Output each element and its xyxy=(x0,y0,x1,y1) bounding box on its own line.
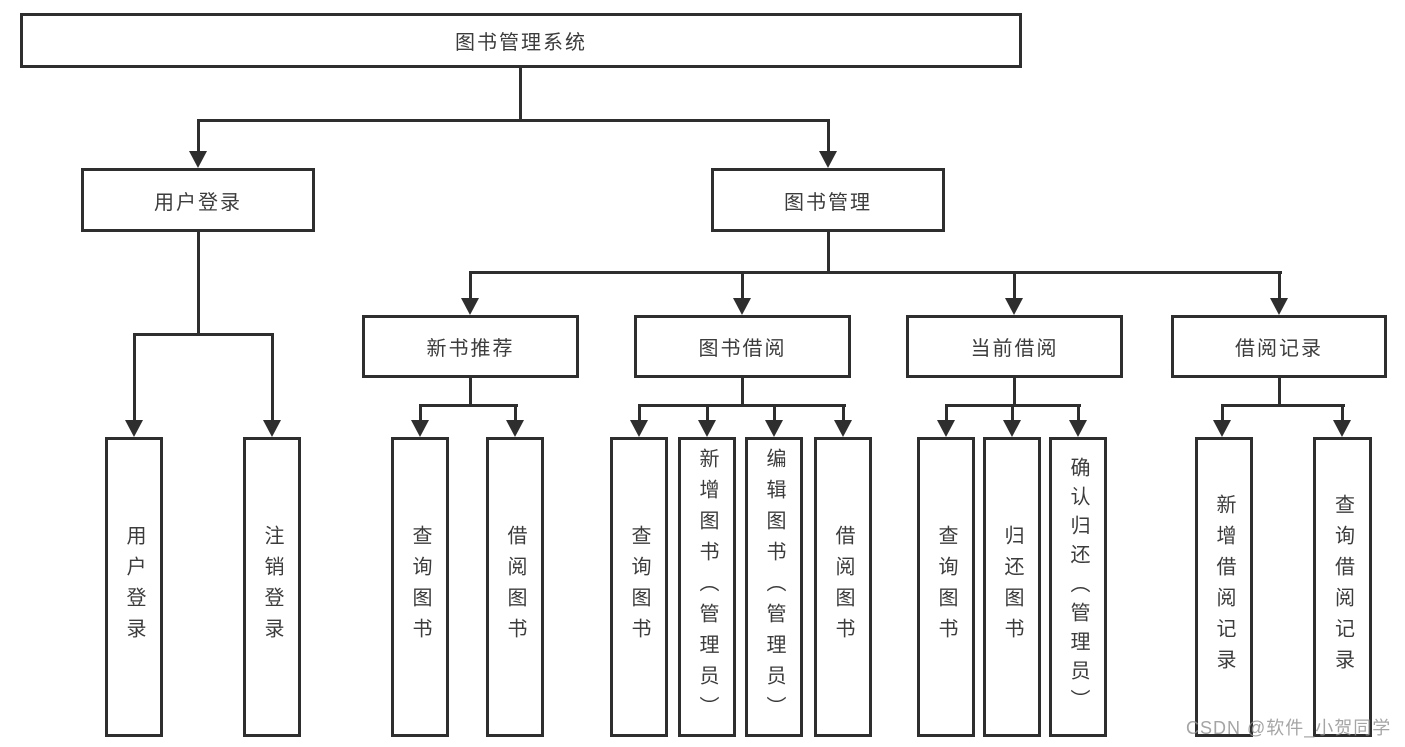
leaf-user-login: 用户登录 xyxy=(105,437,163,737)
edge-line xyxy=(638,404,846,407)
edge-line xyxy=(1013,378,1016,407)
edge-line xyxy=(1011,404,1014,423)
node-label: 新增图书（管理员） xyxy=(696,447,718,727)
arrowhead-icon xyxy=(819,151,837,168)
edge-line xyxy=(1077,404,1080,423)
edge-line xyxy=(773,404,776,423)
leaf-add-book-admin: 新增图书（管理员） xyxy=(678,437,736,737)
node-label: 新书推荐 xyxy=(426,338,515,360)
edge-line xyxy=(419,404,422,423)
edge-line xyxy=(519,68,522,121)
edge-line xyxy=(842,404,845,423)
arrowhead-icon xyxy=(461,298,479,315)
arrowhead-icon xyxy=(1270,298,1288,315)
edge-line xyxy=(706,404,709,423)
edge-line xyxy=(469,271,1282,274)
node-label: 图书管理系统 xyxy=(455,32,587,54)
edge-line xyxy=(514,404,517,423)
arrowhead-icon xyxy=(189,151,207,168)
arrowhead-icon xyxy=(125,420,143,437)
node-label: 编辑图书（管理员） xyxy=(763,447,785,727)
leaf-return-book: 归还图书 xyxy=(983,437,1041,737)
edge-line xyxy=(1278,378,1281,407)
node-book-borrow: 图书借阅 xyxy=(634,315,851,378)
node-label: 借阅图书 xyxy=(504,525,526,649)
arrowhead-icon xyxy=(411,420,429,437)
leaf-query-borrow-record: 查询借阅记录 xyxy=(1313,437,1372,737)
node-current-borrow: 当前借阅 xyxy=(906,315,1123,378)
edge-line xyxy=(1221,404,1345,407)
arrowhead-icon xyxy=(630,420,648,437)
edge-line xyxy=(469,378,472,407)
edge-line xyxy=(271,333,274,423)
node-label: 图书借阅 xyxy=(698,338,787,360)
leaf-query-book-recommend: 查询图书 xyxy=(391,437,449,737)
edge-line xyxy=(1341,404,1344,423)
leaf-query-book-borrow: 查询图书 xyxy=(610,437,668,737)
node-label: 归还图书 xyxy=(1001,525,1023,649)
csdn-watermark: CSDN @软件_小贺同学 xyxy=(1186,718,1392,738)
node-label: 查询图书 xyxy=(935,525,957,649)
leaf-add-borrow-record: 新增借阅记录 xyxy=(1195,437,1253,737)
edge-line xyxy=(1278,271,1281,301)
edge-line xyxy=(827,232,830,274)
arrowhead-icon xyxy=(263,420,281,437)
arrowhead-icon xyxy=(937,420,955,437)
arrowhead-icon xyxy=(1005,298,1023,315)
edge-line xyxy=(197,119,830,122)
node-label: 查询图书 xyxy=(628,525,650,649)
leaf-edit-book-admin: 编辑图书（管理员） xyxy=(745,437,803,737)
arrowhead-icon xyxy=(1003,420,1021,437)
node-label: 注销登录 xyxy=(261,525,283,649)
node-label: 图书管理 xyxy=(784,191,872,214)
leaf-logout: 注销登录 xyxy=(243,437,301,737)
edge-line xyxy=(638,404,641,423)
edge-line xyxy=(741,271,744,301)
node-root: 图书管理系统 xyxy=(20,13,1022,68)
edge-line xyxy=(133,333,274,336)
leaf-confirm-return-admin: 确认归还（管理员） xyxy=(1049,437,1107,737)
node-label: 当前借阅 xyxy=(970,338,1059,360)
node-book-management: 图书管理 xyxy=(711,168,945,232)
leaf-query-book-current: 查询图书 xyxy=(917,437,975,737)
edge-line xyxy=(197,119,200,154)
edge-line xyxy=(133,333,136,423)
node-user-login: 用户登录 xyxy=(81,168,315,232)
edge-line xyxy=(469,271,472,301)
leaf-borrow-book-recommend: 借阅图书 xyxy=(486,437,544,737)
arrowhead-icon xyxy=(765,420,783,437)
arrowhead-icon xyxy=(1213,420,1231,437)
arrowhead-icon xyxy=(733,298,751,315)
node-label: 确认归还（管理员） xyxy=(1067,456,1089,718)
edge-line xyxy=(1013,271,1016,301)
edge-line xyxy=(197,232,200,336)
node-label: 新增借阅记录 xyxy=(1213,494,1235,680)
node-new-book-recommend: 新书推荐 xyxy=(362,315,579,378)
edge-line xyxy=(1221,404,1224,423)
node-borrow-record: 借阅记录 xyxy=(1171,315,1387,378)
node-label: 查询借阅记录 xyxy=(1331,494,1354,680)
arrowhead-icon xyxy=(698,420,716,437)
arrowhead-icon xyxy=(1069,420,1087,437)
edge-line xyxy=(741,378,744,407)
arrowhead-icon xyxy=(1333,420,1351,437)
edge-line xyxy=(945,404,948,423)
node-label: 查询图书 xyxy=(409,525,431,649)
node-label: 借阅记录 xyxy=(1235,338,1323,360)
node-label: 用户登录 xyxy=(123,525,145,649)
node-label: 借阅图书 xyxy=(832,525,854,649)
edge-line xyxy=(419,404,518,407)
node-label: 用户登录 xyxy=(154,191,242,214)
leaf-borrow-book: 借阅图书 xyxy=(814,437,872,737)
arrowhead-icon xyxy=(506,420,524,437)
edge-line xyxy=(827,119,830,154)
arrowhead-icon xyxy=(834,420,852,437)
